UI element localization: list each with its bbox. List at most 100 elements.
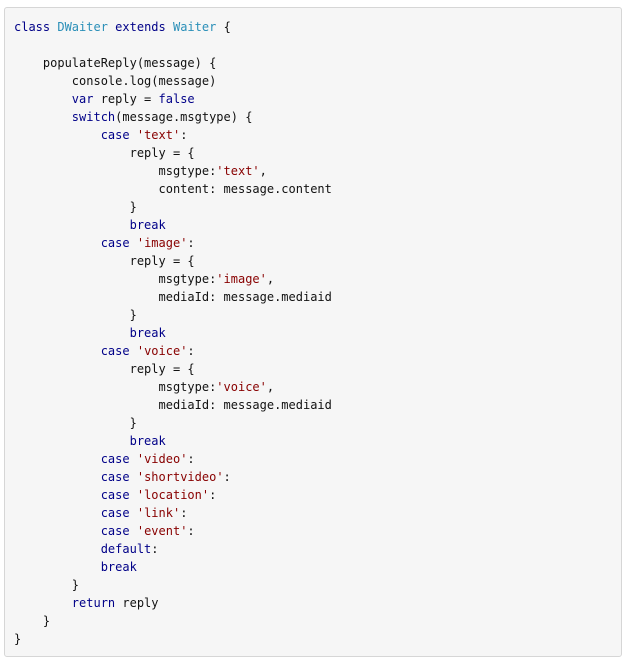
code-line: } (14, 612, 621, 630)
code-line: } (14, 414, 621, 432)
code-text (130, 506, 137, 520)
code-line: case 'shortvideo': (14, 468, 621, 486)
code-line: reply = { (14, 252, 621, 270)
code-text (14, 110, 72, 124)
code-text (14, 560, 101, 574)
code-class-name: DWaiter (57, 20, 108, 34)
code-text: reply (115, 596, 159, 610)
code-line: break (14, 558, 621, 576)
code-text: , (266, 380, 275, 394)
code-string: 'location' (136, 488, 210, 502)
code-line: msgtype:'image', (14, 270, 621, 288)
code-text: , (259, 164, 267, 178)
code-line: case 'image': (14, 234, 621, 252)
code-text: reply = { (14, 362, 195, 376)
code-text (166, 20, 173, 34)
code-string: 'text' (216, 164, 260, 178)
code-line: } (14, 198, 621, 216)
code-text: : (180, 128, 188, 142)
code-text: : (187, 344, 195, 358)
code-text: reply = { (14, 146, 195, 160)
code-line: content: message.content (14, 180, 621, 198)
code-line: case 'link': (14, 504, 621, 522)
code-keyword: case (100, 128, 130, 142)
code-keyword: case (100, 236, 130, 250)
code-text: } (14, 308, 137, 322)
code-keyword: var (71, 92, 94, 106)
code-text (14, 542, 101, 556)
code-text: mediaId: message.mediaid (14, 398, 332, 412)
code-line: case 'location': (14, 486, 621, 504)
code-line: case 'text': (14, 126, 621, 144)
code-line: var reply = false (14, 90, 621, 108)
code-text: : (180, 506, 188, 520)
code-line: msgtype:'voice', (14, 378, 621, 396)
code-keyword: class (14, 20, 51, 34)
code-line: ​ (14, 36, 621, 54)
code-line: populateReply(message) { (14, 54, 621, 72)
code-line: switch(message.msgtype) { (14, 108, 621, 126)
code-lines: class DWaiter extends Waiter {​ populate… (14, 18, 621, 648)
code-text (14, 452, 101, 466)
code-line: case 'video': (14, 450, 621, 468)
code-text: msgtype: (14, 272, 217, 286)
code-string: 'voice' (216, 380, 267, 394)
code-line: break (14, 432, 621, 450)
code-string: 'text' (136, 128, 181, 142)
code-string: 'image' (216, 272, 267, 286)
code-text: : (223, 470, 231, 484)
code-line: class DWaiter extends Waiter { (14, 18, 621, 36)
code-text: : (151, 542, 159, 556)
code-line: case 'event': (14, 522, 621, 540)
code-text (14, 218, 130, 232)
code-keyword: break (129, 218, 166, 232)
code-keyword: break (100, 560, 137, 574)
code-keyword: break (129, 326, 166, 340)
code-string: 'voice' (136, 344, 188, 358)
code-text: mediaId: message.mediaid (14, 290, 332, 304)
code-line: break (14, 216, 621, 234)
code-string: 'event' (136, 524, 188, 538)
code-line: case 'voice': (14, 342, 621, 360)
code-string: 'video' (136, 452, 188, 466)
code-text: } (14, 632, 22, 646)
code-text: } (14, 614, 51, 628)
code-string: 'image' (136, 236, 188, 250)
code-text: : (187, 452, 195, 466)
code-line: reply = { (14, 144, 621, 162)
code-line: default: (14, 540, 621, 558)
code-keyword: case (100, 344, 130, 358)
code-keyword: return (71, 596, 116, 610)
code-text (14, 236, 101, 250)
code-keyword: break (129, 434, 166, 448)
code-text: : (209, 488, 217, 502)
code-text (130, 344, 137, 358)
code-text (130, 452, 137, 466)
code-line: } (14, 630, 621, 648)
code-text: } (14, 200, 137, 214)
code-text: msgtype: (14, 164, 217, 178)
code-text (14, 470, 101, 484)
code-string: 'link' (136, 506, 181, 520)
code-text (14, 506, 101, 520)
code-keyword: false (158, 92, 195, 106)
code-line: mediaId: message.mediaid (14, 288, 621, 306)
code-text: msgtype: (14, 380, 217, 394)
code-text: } (14, 416, 137, 430)
code-line: msgtype:'text', (14, 162, 621, 180)
code-class-name: Waiter (172, 20, 217, 34)
code-line: } (14, 576, 621, 594)
code-line: } (14, 306, 621, 324)
code-text: , (266, 272, 275, 286)
code-text: content: message.content (14, 182, 332, 196)
code-text (14, 326, 130, 340)
code-text: reply = (93, 92, 159, 106)
code-keyword: case (100, 470, 130, 484)
code-text: } (14, 578, 80, 592)
code-text (130, 470, 137, 484)
code-text (130, 488, 137, 502)
code-text (130, 524, 137, 538)
code-text: console.log(message) (14, 74, 217, 88)
code-line: mediaId: message.mediaid (14, 396, 621, 414)
code-line: break (14, 324, 621, 342)
